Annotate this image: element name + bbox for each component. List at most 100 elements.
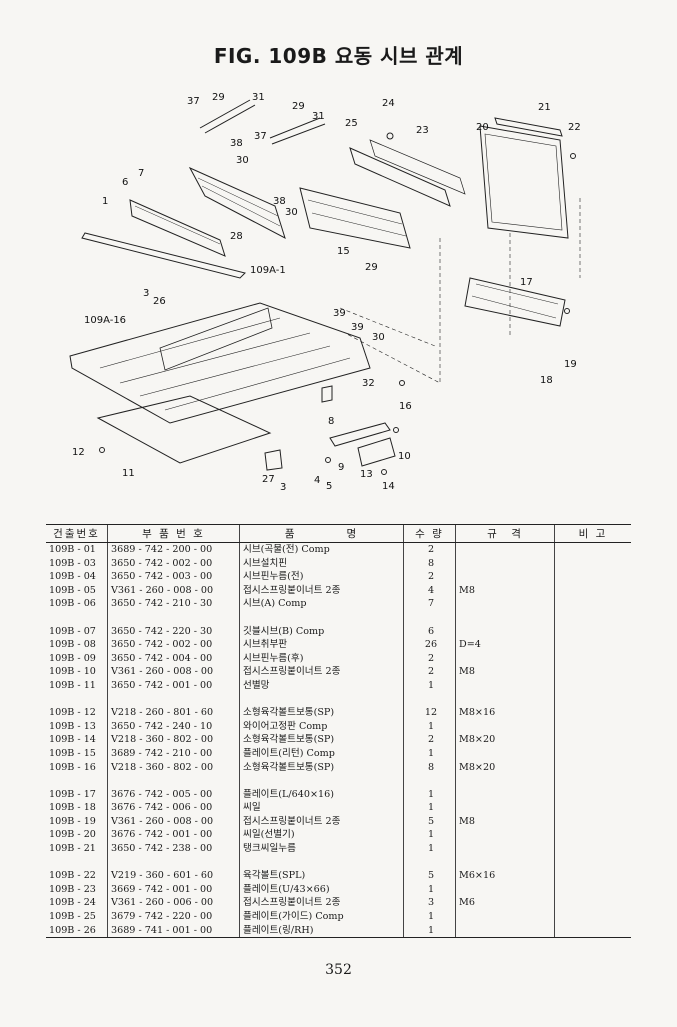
spacer-cell xyxy=(403,692,456,707)
callout-label: 39 xyxy=(351,322,364,333)
cell-quantity: 2 xyxy=(403,542,456,557)
cell-quantity: 1 xyxy=(403,910,456,924)
callout-label: 18 xyxy=(540,375,553,386)
spacer-cell xyxy=(455,610,555,625)
cell-spec xyxy=(455,787,555,802)
cell-ref-no: 109B - 17 xyxy=(49,788,96,800)
cell-ref-no: 109B - 19 xyxy=(49,815,96,827)
cell-spec: M6 xyxy=(455,896,555,911)
part-sieve-7-lines xyxy=(134,205,221,245)
cell-part-name: 시브핀누름(전) xyxy=(239,570,404,584)
cell-quantity: 3 xyxy=(403,896,456,911)
callout-label: 3 xyxy=(143,288,149,299)
cell-remarks xyxy=(554,583,631,598)
cell-part-number: V361 - 260 - 008 - 00 xyxy=(107,665,240,679)
header-quantity: 수 량 xyxy=(403,524,456,543)
callout-label: 30 xyxy=(372,332,385,343)
cell-ref-no: 109B - 01 xyxy=(49,544,96,555)
callout-labels: 37 29 31 29 31 24 21 20 22 38 37 25 23 3… xyxy=(72,92,581,493)
callout-label: 37 xyxy=(187,96,200,107)
cell-part-number: V361 - 260 - 008 - 00 xyxy=(107,814,240,829)
part-frame-side xyxy=(159,307,273,371)
cell-remarks xyxy=(554,923,631,939)
cell-ref-no: 109B - 24 xyxy=(49,897,96,909)
part-sieve-7 xyxy=(129,199,226,257)
cell-part-name: 플레이트(링/RH) xyxy=(239,923,404,939)
cell-remarks xyxy=(554,706,631,720)
cell-part-name: 시브(A) Comp xyxy=(239,597,404,611)
cell-ref-no: 109B - 15 xyxy=(49,747,96,759)
callout-label: 29 xyxy=(365,262,378,273)
spacer-cell xyxy=(239,692,404,707)
callout-label: 19 xyxy=(564,359,577,370)
cell-ref-no: 109B - 04 xyxy=(49,571,96,583)
cell-spec xyxy=(455,882,555,897)
spacer-cell xyxy=(239,774,404,788)
cell-remarks xyxy=(554,760,631,775)
header-ref-no: 건출번호 xyxy=(46,524,108,543)
cell-part-name: 플레이트(U/43×66) xyxy=(239,882,404,897)
callout-label: 28 xyxy=(230,231,243,242)
callout-label: 29 xyxy=(212,92,225,103)
cell-remarks xyxy=(554,651,631,666)
part-bar-1 xyxy=(81,232,246,279)
cell-remarks xyxy=(554,556,631,571)
part-guide-plate xyxy=(329,422,391,447)
cell-spec: M8 xyxy=(455,665,555,679)
cell-spec: M8 xyxy=(455,583,555,598)
cell-quantity: 1 xyxy=(403,923,456,939)
cell-quantity: 26 xyxy=(403,638,456,652)
spacer-cell xyxy=(554,692,631,707)
cell-part-number: 3650 - 742 - 210 - 30 xyxy=(107,597,240,611)
cell-quantity: 12 xyxy=(403,706,456,720)
cell-part-number: 3676 - 742 - 005 - 00 xyxy=(107,787,240,802)
cell-part-name: 시브취부판 xyxy=(239,638,404,652)
spacer-cell xyxy=(554,774,631,788)
cell-quantity: 6 xyxy=(403,624,456,639)
cell-part-name: 와이어고정판 Comp xyxy=(239,719,404,734)
part-nut-5 xyxy=(325,457,331,463)
cell-spec xyxy=(455,923,555,939)
spacer-cell xyxy=(403,610,456,625)
exploded-view-drawing: 37 29 31 29 31 24 21 20 22 38 37 25 23 3… xyxy=(69,92,581,493)
cell-part-number: 3650 - 742 - 002 - 00 xyxy=(107,638,240,652)
spacer-cell xyxy=(455,774,555,788)
cell-part-name: 깃블시브(B) Comp xyxy=(239,624,404,639)
cell-part-name: 플레이트(리턴) Comp xyxy=(239,746,404,761)
cell-remarks xyxy=(554,910,631,924)
cell-part-name: 탱크씨일누름 xyxy=(239,842,404,856)
cell-spec: M6×16 xyxy=(455,869,555,883)
cell-ref-no: 109B - 08 xyxy=(49,639,96,651)
callout-label: 39 xyxy=(333,308,346,319)
cell-part-number: 3669 - 742 - 001 - 00 xyxy=(107,882,240,897)
spacer-cell xyxy=(239,610,404,625)
leader-lines xyxy=(339,198,581,384)
cell-ref-no: 109B - 06 xyxy=(49,598,96,610)
cell-quantity: 2 xyxy=(403,665,456,679)
cell-ref-no: 109B - 26 xyxy=(46,923,108,939)
cell-part-number: V218 - 260 - 801 - 60 xyxy=(107,706,240,720)
part-seal-strip xyxy=(494,117,563,137)
cell-quantity: 1 xyxy=(403,787,456,802)
spacer-cell xyxy=(107,610,240,625)
exploded-parts-diagram: 37 29 31 29 31 24 21 20 22 38 37 25 23 3… xyxy=(40,78,640,498)
cell-part-name: 선별망 xyxy=(239,678,404,693)
cell-quantity: 1 xyxy=(403,678,456,693)
part-bolt-16 xyxy=(399,380,405,386)
table-spacer-row xyxy=(46,774,631,788)
table-spacer-row xyxy=(46,610,631,625)
cell-spec: M8×20 xyxy=(455,733,555,747)
cell-ref-no: 109B - 11 xyxy=(49,679,96,691)
header-spec: 규 격 xyxy=(455,524,555,543)
part-bolt-14 xyxy=(381,469,387,475)
cell-quantity: 8 xyxy=(403,556,456,571)
cell-ref-no: 109B - 23 xyxy=(49,883,96,895)
cell-remarks xyxy=(554,801,631,815)
